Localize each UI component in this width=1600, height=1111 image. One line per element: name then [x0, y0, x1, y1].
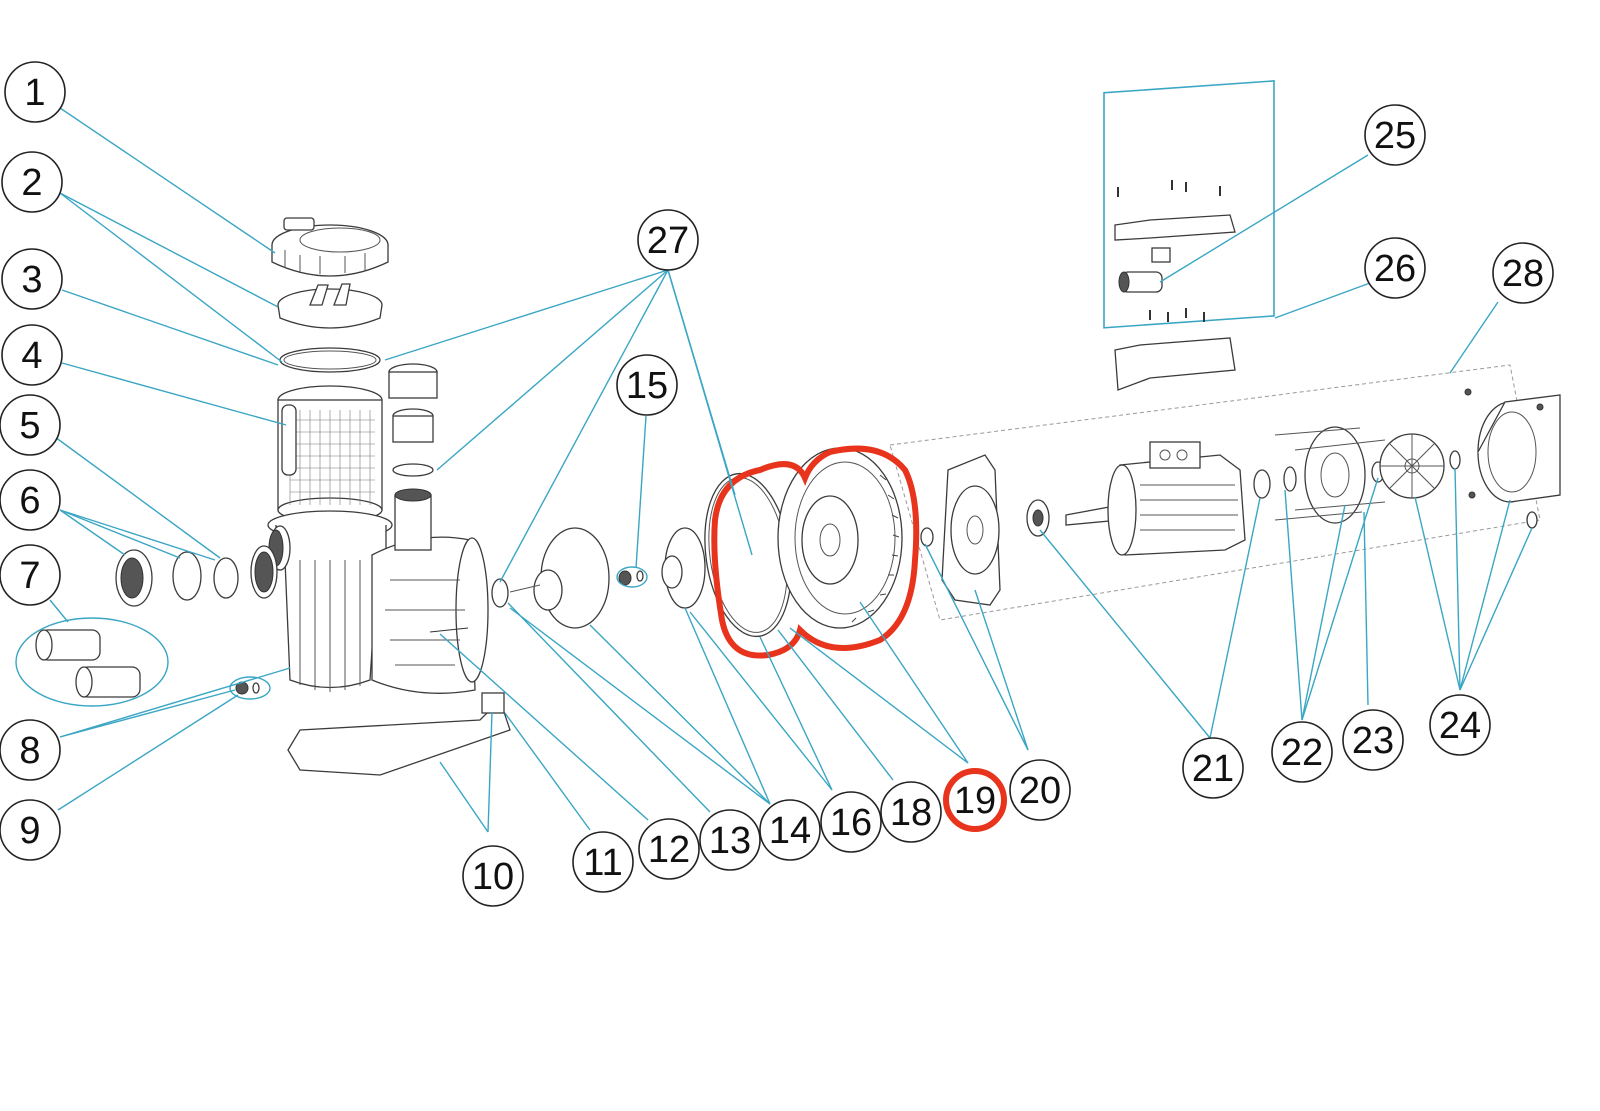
part-base [287, 692, 511, 776]
svg-text:23: 23 [1352, 720, 1394, 762]
part-fan-cover [1477, 394, 1561, 503]
callout-2[interactable]: 2 [1, 151, 63, 213]
callout-24[interactable]: 24 [1429, 694, 1491, 756]
part-drawings [35, 80, 1561, 776]
part-adapters [35, 629, 141, 698]
part-union-top [388, 363, 438, 477]
part-diffuser [491, 527, 610, 629]
callout-27[interactable]: 27 [637, 209, 699, 271]
callout-28[interactable]: 28 [1492, 242, 1554, 304]
svg-text:13: 13 [709, 820, 751, 862]
svg-text:10: 10 [472, 856, 514, 898]
callout-4[interactable]: 4 [1, 324, 63, 386]
svg-text:12: 12 [648, 829, 690, 871]
svg-text:14: 14 [769, 810, 811, 852]
callout-26[interactable]: 26 [1364, 237, 1426, 299]
leader-lines [15, 107, 1533, 833]
callout-18[interactable]: 18 [880, 781, 942, 843]
svg-text:4: 4 [21, 335, 42, 377]
callout-10[interactable]: 10 [462, 845, 524, 907]
part-motor-flange [920, 454, 1001, 606]
part-pump-body [371, 488, 489, 694]
callout-25[interactable]: 25 [1364, 104, 1426, 166]
svg-text:1: 1 [24, 72, 45, 114]
svg-text:21: 21 [1192, 748, 1234, 790]
part-drain-oring [252, 682, 260, 694]
part-motor-stator [1107, 441, 1246, 556]
svg-text:22: 22 [1281, 732, 1323, 774]
svg-text:28: 28 [1502, 253, 1544, 295]
svg-text:8: 8 [19, 730, 40, 772]
drain-group-outline [229, 676, 271, 700]
part-basket [277, 385, 383, 523]
part-seal-plate [777, 447, 903, 629]
part-bearing-rear [1253, 469, 1271, 499]
part-impeller-screw [618, 570, 644, 586]
svg-text:9: 9 [19, 810, 40, 852]
part-lid-ring [271, 217, 389, 277]
svg-text:25: 25 [1374, 115, 1416, 157]
highlight-outline [711, 445, 920, 659]
part-union-side [115, 545, 278, 607]
callout-16[interactable]: 16 [820, 791, 882, 853]
callout-8[interactable]: 8 [0, 719, 61, 781]
callout-21[interactable]: 21 [1182, 737, 1244, 799]
part-lid-oring [279, 347, 381, 373]
callout-5[interactable]: 5 [0, 394, 61, 456]
svg-text:27: 27 [647, 220, 689, 262]
terminal-box-frame [1103, 80, 1275, 329]
callout-15[interactable]: 15 [616, 354, 678, 416]
svg-text:2: 2 [21, 162, 42, 204]
svg-text:19: 19 [954, 780, 996, 822]
callout-9[interactable]: 9 [0, 799, 61, 861]
part-bearing-front [1026, 499, 1050, 537]
callout-3[interactable]: 3 [1, 248, 63, 310]
part-lid [277, 283, 383, 329]
callout-20[interactable]: 20 [1009, 759, 1071, 821]
part-impeller [661, 527, 706, 609]
svg-text:18: 18 [890, 792, 932, 834]
part-wave-washer [1283, 466, 1297, 492]
adapters-group-outline [15, 617, 169, 707]
svg-text:6: 6 [19, 480, 40, 522]
callout-6[interactable]: 6 [0, 469, 61, 531]
svg-text:7: 7 [19, 555, 40, 597]
callout-22[interactable]: 22 [1271, 721, 1333, 783]
callout-19[interactable]: 19 [943, 768, 1007, 832]
svg-text:16: 16 [830, 802, 872, 844]
callout-23[interactable]: 23 [1342, 709, 1404, 771]
callout-7[interactable]: 7 [0, 544, 61, 606]
part-fan-clip [1449, 450, 1461, 470]
svg-text:15: 15 [626, 365, 668, 407]
svg-text:11: 11 [583, 842, 622, 884]
svg-text:20: 20 [1019, 770, 1061, 812]
part-rear-shield [1274, 426, 1386, 524]
motor-assembly-outline [889, 364, 1541, 621]
callout-11[interactable]: 11 [572, 831, 634, 893]
callout-13[interactable]: 13 [699, 809, 761, 871]
part-fan-screws [1464, 388, 1544, 529]
screw-group-outline [616, 566, 648, 588]
callout-1[interactable]: 1 [4, 61, 66, 123]
svg-text:3: 3 [21, 259, 42, 301]
callout-12[interactable]: 12 [638, 818, 700, 880]
part-terminal-box [1114, 180, 1236, 391]
svg-text:24: 24 [1439, 705, 1481, 747]
svg-text:5: 5 [19, 405, 40, 447]
svg-text:26: 26 [1374, 248, 1416, 290]
callouts: 1 2 3 4 5 6 7 8 9 10 11 12 13 14 15 16 1… [0, 61, 1554, 907]
callout-14[interactable]: 14 [759, 799, 821, 861]
part-fan [1379, 433, 1445, 499]
